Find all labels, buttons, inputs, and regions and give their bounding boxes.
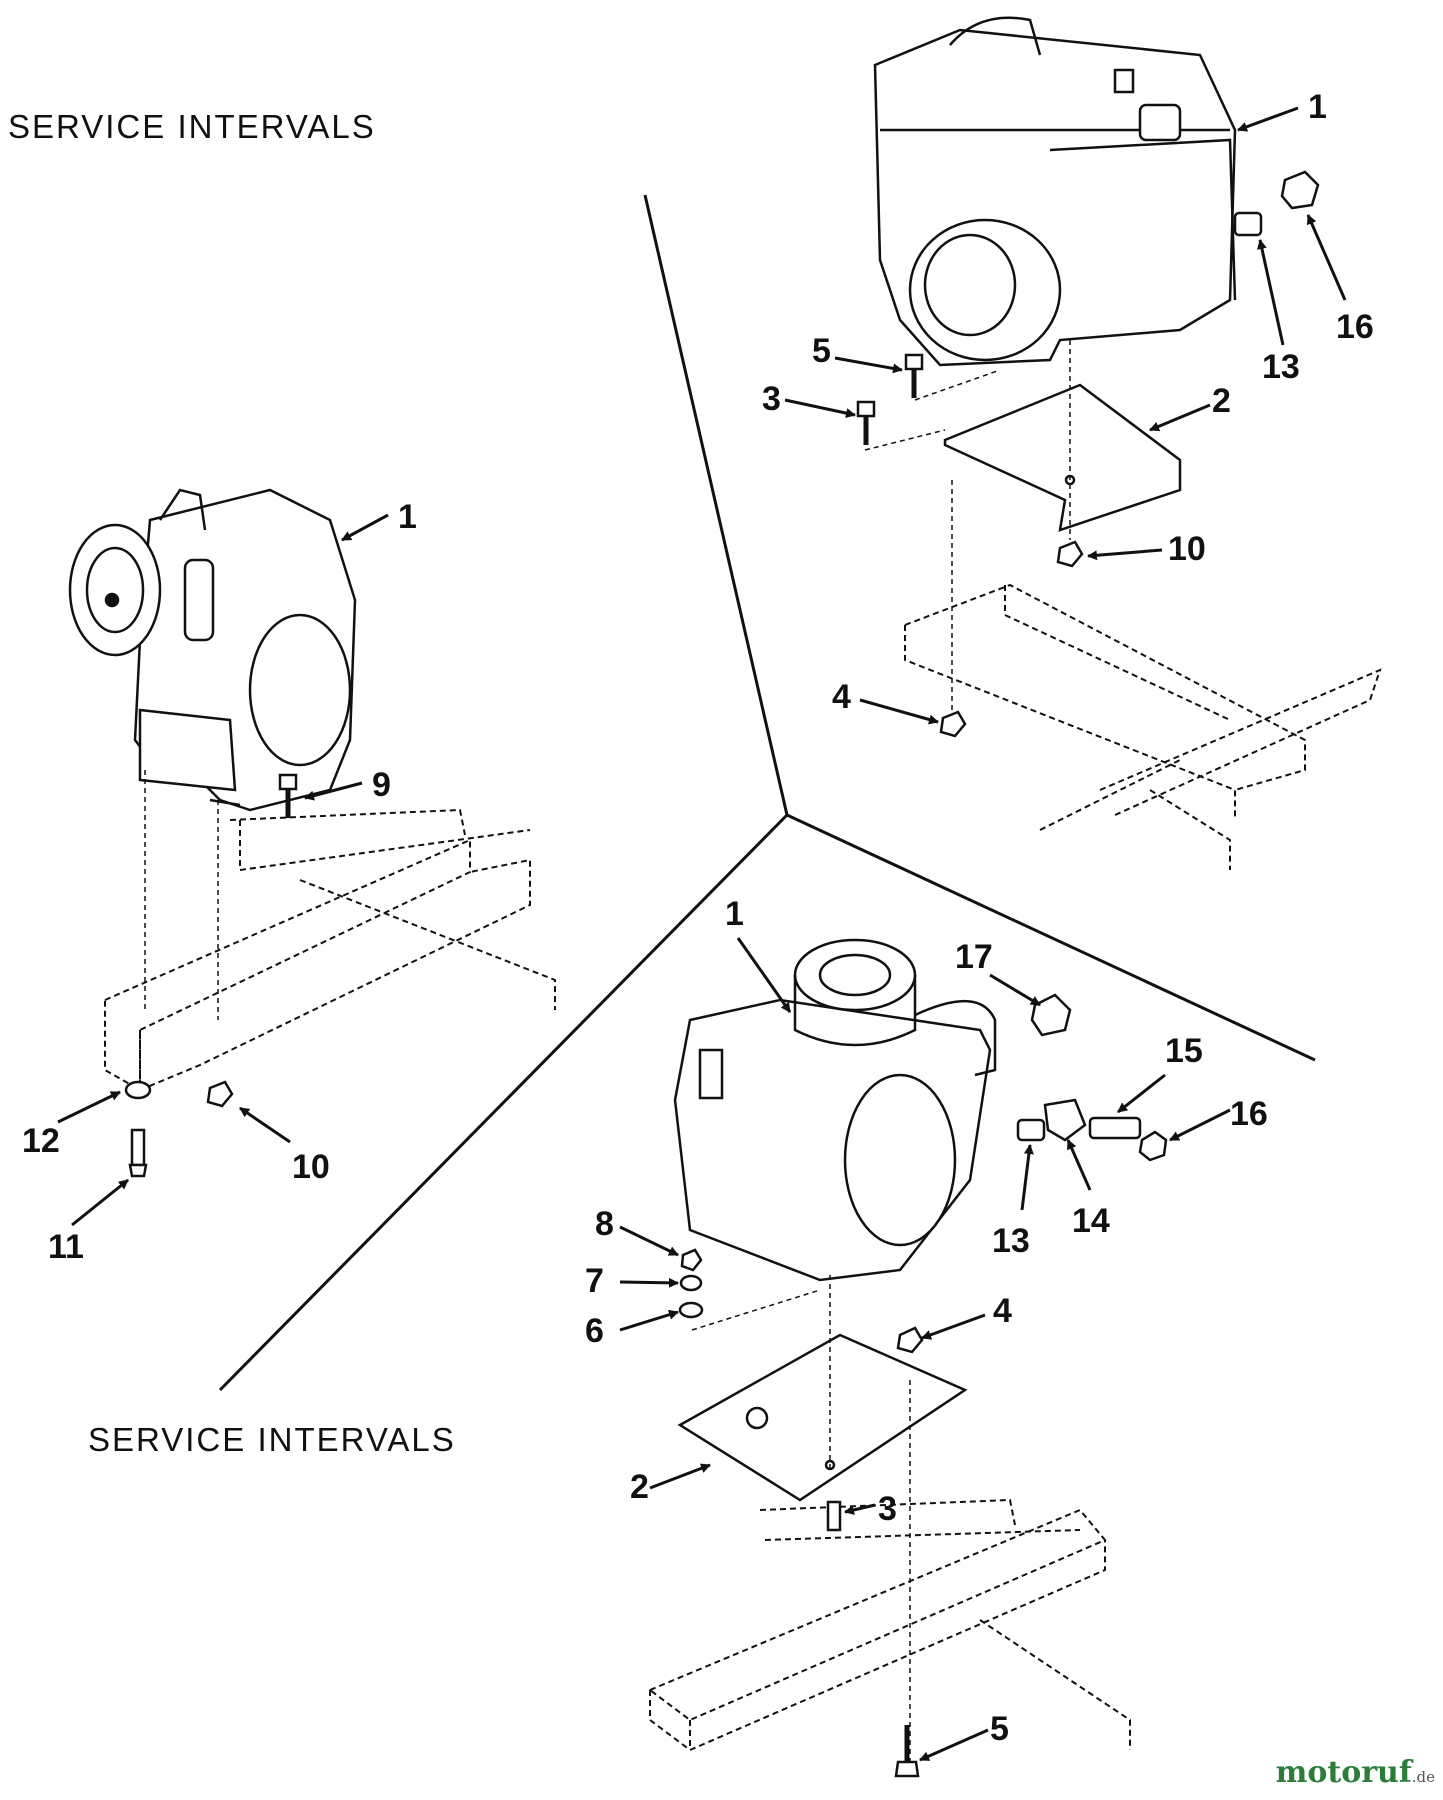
left-engine-assembly <box>68 488 556 1178</box>
panel-dividers <box>218 194 1316 1392</box>
fitting-13-top <box>1233 211 1263 237</box>
callout-12: 12 <box>22 1122 60 1160</box>
callout-16-top: 16 <box>1336 308 1374 346</box>
callout-10-top: 10 <box>1168 530 1206 568</box>
callout-14: 14 <box>1072 1202 1110 1240</box>
bottom-blower-housing <box>843 1073 957 1247</box>
bolt-9 <box>278 773 298 791</box>
left-frame-rails <box>104 808 556 1092</box>
callout-6: 6 <box>585 1312 604 1350</box>
mounting-plate-2-bottom <box>677 1333 968 1502</box>
callout-9: 9 <box>372 766 391 804</box>
callout-1-left: 1 <box>398 498 417 536</box>
bolt-5-top <box>904 353 924 371</box>
callout-15: 15 <box>1165 1032 1203 1070</box>
nipple-15 <box>1088 1116 1142 1140</box>
bolt-3-top <box>856 400 876 418</box>
screw-11 <box>130 1128 146 1167</box>
callout-2-bottom: 2 <box>630 1468 649 1506</box>
callout-4-top: 4 <box>832 678 851 716</box>
nut-4-top <box>939 710 967 738</box>
callout-7: 7 <box>585 1262 604 1300</box>
washer-6 <box>678 1301 704 1319</box>
watermark-logo: motoruf.de <box>1275 1755 1435 1790</box>
callout-1-bottom: 1 <box>725 895 744 933</box>
bolt-5-bottom <box>894 1760 920 1778</box>
callout-17: 17 <box>955 938 993 976</box>
lockwasher-7 <box>679 1274 703 1292</box>
screw-3-bottom <box>826 1500 842 1532</box>
callout-3-bottom: 3 <box>878 1490 897 1528</box>
callout-1-top: 1 <box>1308 88 1327 126</box>
bottom-frame-rails <box>648 1498 1131 1752</box>
left-flywheel-cover <box>248 613 352 767</box>
washer-12 <box>124 1080 152 1100</box>
bottom-air-cleaner <box>793 938 917 1012</box>
nut-4-bottom <box>896 1326 924 1354</box>
callout-5-top: 5 <box>812 332 831 370</box>
heading-service-intervals-bottom: SERVICE INTERVALS <box>88 1421 456 1458</box>
top-right-callouts: 1 13 16 5 3 2 10 4 <box>762 88 1374 716</box>
elbow-14 <box>1043 1098 1087 1142</box>
nut-8 <box>680 1248 703 1272</box>
top-right-engine-assembly <box>856 16 1382 870</box>
left-callouts: 1 9 12 10 11 <box>22 498 417 1266</box>
mounting-plate-2 <box>943 383 1182 532</box>
top-right-fuel-cap <box>1138 103 1182 142</box>
bottom-callout-arrows <box>619 937 1231 1762</box>
callout-8: 8 <box>595 1205 614 1243</box>
callout-4-bottom: 4 <box>993 1292 1012 1330</box>
callout-16-bottom: 16 <box>1230 1095 1268 1133</box>
callout-2-top: 2 <box>1212 382 1231 420</box>
callout-13-top: 13 <box>1262 348 1300 386</box>
bottom-callouts: 1 17 15 16 13 14 8 7 6 4 2 3 5 <box>585 895 1268 1748</box>
callout-5-bottom: 5 <box>990 1710 1009 1748</box>
bottom-engine-assembly <box>648 938 1168 1778</box>
callout-3-top: 3 <box>762 380 781 418</box>
cap-17 <box>1030 993 1072 1037</box>
top-right-blower-housing <box>908 218 1062 362</box>
nut-10-left <box>206 1080 234 1108</box>
top-right-callout-arrows <box>784 106 1347 725</box>
heading-service-intervals-top: SERVICE INTERVALS <box>8 108 376 145</box>
callout-11: 11 <box>48 1228 84 1266</box>
left-air-cleaner <box>68 523 162 657</box>
nut-10-top <box>1056 540 1084 568</box>
top-right-frame-rails <box>904 583 1382 870</box>
cap-16-top <box>1280 170 1320 210</box>
callout-10-left: 10 <box>292 1148 330 1186</box>
cap-16-bottom <box>1138 1130 1168 1162</box>
left-callout-arrows <box>57 513 389 1227</box>
callout-13-bottom: 13 <box>992 1222 1030 1260</box>
fitting-13-bottom <box>1016 1118 1046 1142</box>
